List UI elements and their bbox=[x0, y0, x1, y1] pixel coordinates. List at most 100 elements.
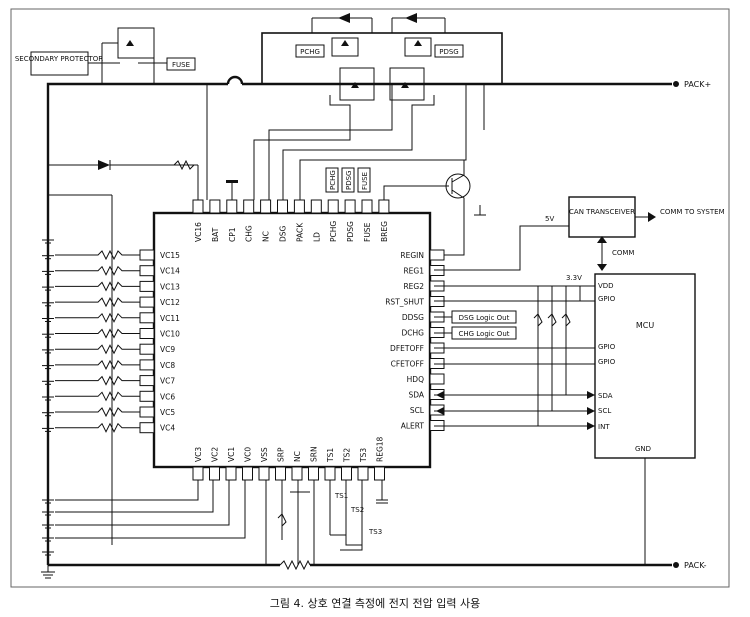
pin-bottom-reg18: REG18 bbox=[374, 436, 385, 481]
pin-label: RST_SHUT bbox=[385, 298, 424, 307]
pin-label: VSS bbox=[260, 447, 269, 462]
mcu-pin-gnd: GND bbox=[635, 445, 651, 453]
mcu-pin-int: INT bbox=[598, 423, 610, 431]
v33-label: 3.3V bbox=[566, 274, 582, 282]
battery-cell bbox=[42, 551, 54, 556]
pin-label: CFETOFF bbox=[391, 360, 424, 369]
pack-plus-rail bbox=[46, 82, 228, 565]
mcu-block: MCU VDD GPIO GPIO GPIO SDA SCL INT GND bbox=[594, 273, 696, 565]
pin-top-chg: CHG bbox=[243, 199, 255, 242]
pin-label: ALERT bbox=[401, 422, 425, 431]
pin-label: PCHG bbox=[329, 221, 338, 242]
pin-label: NC bbox=[262, 231, 271, 242]
ts2-label: TS2 bbox=[350, 506, 364, 514]
mcu-pin-scl: SCL bbox=[598, 407, 611, 415]
battery-cell bbox=[42, 412, 54, 417]
pin-top-dsg: DSG bbox=[277, 199, 288, 242]
ground-icon bbox=[41, 565, 55, 579]
battery-cell bbox=[42, 333, 54, 338]
pin-label: SRN bbox=[310, 446, 319, 462]
pin-label: CHG bbox=[245, 225, 254, 242]
battery-cell bbox=[42, 286, 54, 291]
pin-label: HDQ bbox=[407, 375, 424, 384]
pin-label: REG18 bbox=[376, 436, 385, 462]
monitor-ic bbox=[152, 211, 432, 469]
can-transceiver: CAN TRANSCEIVER 5V COMM TO SYSTEM COMM bbox=[434, 196, 725, 271]
pin-label: VC10 bbox=[160, 330, 180, 339]
sense-resistor bbox=[279, 559, 311, 571]
pdsg-label: PDSG bbox=[439, 48, 458, 56]
pin-left-vc9: VC9 bbox=[55, 343, 175, 355]
battery-cell bbox=[42, 396, 54, 401]
pin-top-vc16: VC16 bbox=[192, 199, 204, 242]
pack-plus-label: PACK+ bbox=[684, 80, 711, 89]
mcu-pin-vdd: VDD bbox=[598, 282, 614, 290]
pin-label: SCL bbox=[410, 406, 425, 415]
pin-label: TS3 bbox=[359, 448, 368, 463]
pdsg-box: PDSG bbox=[434, 44, 464, 58]
pin-label: VC8 bbox=[160, 361, 175, 370]
bat-feed bbox=[48, 159, 199, 545]
pin-bottom-vc1: VC1 bbox=[225, 447, 237, 481]
chg-logic-label: CHG Logic Out bbox=[458, 330, 509, 338]
pin-top-pchg: PCHG bbox=[327, 199, 339, 242]
pin-label: VC0 bbox=[244, 447, 253, 462]
pin-label: REGIN bbox=[400, 251, 424, 260]
pin-right-hdq: HDQ bbox=[407, 373, 445, 385]
pin-left-vc14: VC14 bbox=[55, 265, 180, 277]
battery-cell bbox=[42, 524, 54, 529]
comm-to-system-label: COMM TO SYSTEM bbox=[660, 208, 725, 216]
pin-bottom-vc2: VC2 bbox=[209, 447, 220, 481]
pack-plus-terminal bbox=[673, 81, 679, 87]
pin-left-vc13: VC13 bbox=[55, 280, 180, 292]
pin-label: REG2 bbox=[403, 282, 424, 291]
pin-left-vc11: VC11 bbox=[55, 312, 180, 324]
mcu-pin-gpio-2: GPIO bbox=[598, 343, 616, 351]
pin-label: VC14 bbox=[160, 267, 180, 276]
pin-left-vc12: VC12 bbox=[55, 296, 180, 308]
pin-label: BREG bbox=[380, 221, 389, 242]
breg-transistor bbox=[383, 160, 486, 256]
pin-left-vc10: VC10 bbox=[55, 328, 180, 339]
pin-label: VC7 bbox=[160, 377, 175, 386]
precharge-fet-group bbox=[261, 13, 503, 85]
ts3-label: TS3 bbox=[368, 528, 382, 536]
pin-bottom-vc0: VC0 bbox=[242, 447, 253, 481]
top-wiring bbox=[206, 84, 467, 200]
pin-label: DDSG bbox=[402, 313, 424, 322]
pin-right-regin: REGIN bbox=[400, 249, 445, 261]
pin-label: VC11 bbox=[160, 314, 180, 323]
pin-label: TS1 bbox=[326, 448, 335, 463]
pin-label: DSG bbox=[279, 225, 288, 242]
can-transceiver-label: CAN TRANSCEIVER bbox=[569, 208, 635, 216]
main-fets bbox=[329, 67, 485, 130]
secondary-protector-label: SECONDARY PROTECTOR bbox=[15, 55, 103, 63]
pin-label: VC15 bbox=[160, 251, 180, 260]
figure-frame bbox=[10, 8, 730, 588]
pin-top-nc: NC bbox=[260, 199, 272, 242]
pin-bottom-nc: NC bbox=[291, 451, 303, 481]
pin-label: VC1 bbox=[227, 447, 236, 462]
battery-cell bbox=[42, 511, 54, 516]
pin-label: REG1 bbox=[403, 267, 424, 276]
battery-cell bbox=[42, 318, 54, 322]
fuse-fet bbox=[101, 27, 155, 84]
pin-top-pdsg: PDSG bbox=[344, 199, 356, 242]
pin-label: LD bbox=[312, 232, 321, 242]
pchg-box: PCHG bbox=[295, 44, 325, 58]
battery-cell bbox=[42, 302, 54, 307]
pin-label: PDSG bbox=[346, 221, 355, 242]
pin-top-breg: BREG bbox=[378, 199, 390, 242]
pin-top-pack: PACK bbox=[293, 199, 305, 242]
rail-crossover bbox=[226, 75, 244, 85]
pin-label: VC9 bbox=[160, 345, 175, 354]
pin-label: DFETOFF bbox=[390, 344, 424, 353]
pin-label: NC bbox=[293, 451, 302, 462]
pin-label: BAT bbox=[211, 227, 220, 242]
mcu-pin-gpio-1: GPIO bbox=[598, 295, 616, 303]
pin-left-vc15: VC15 bbox=[55, 249, 180, 261]
comm-label: COMM bbox=[612, 249, 634, 257]
pin-label: VC2 bbox=[211, 447, 220, 462]
fuse-block: FUSE bbox=[166, 57, 196, 71]
